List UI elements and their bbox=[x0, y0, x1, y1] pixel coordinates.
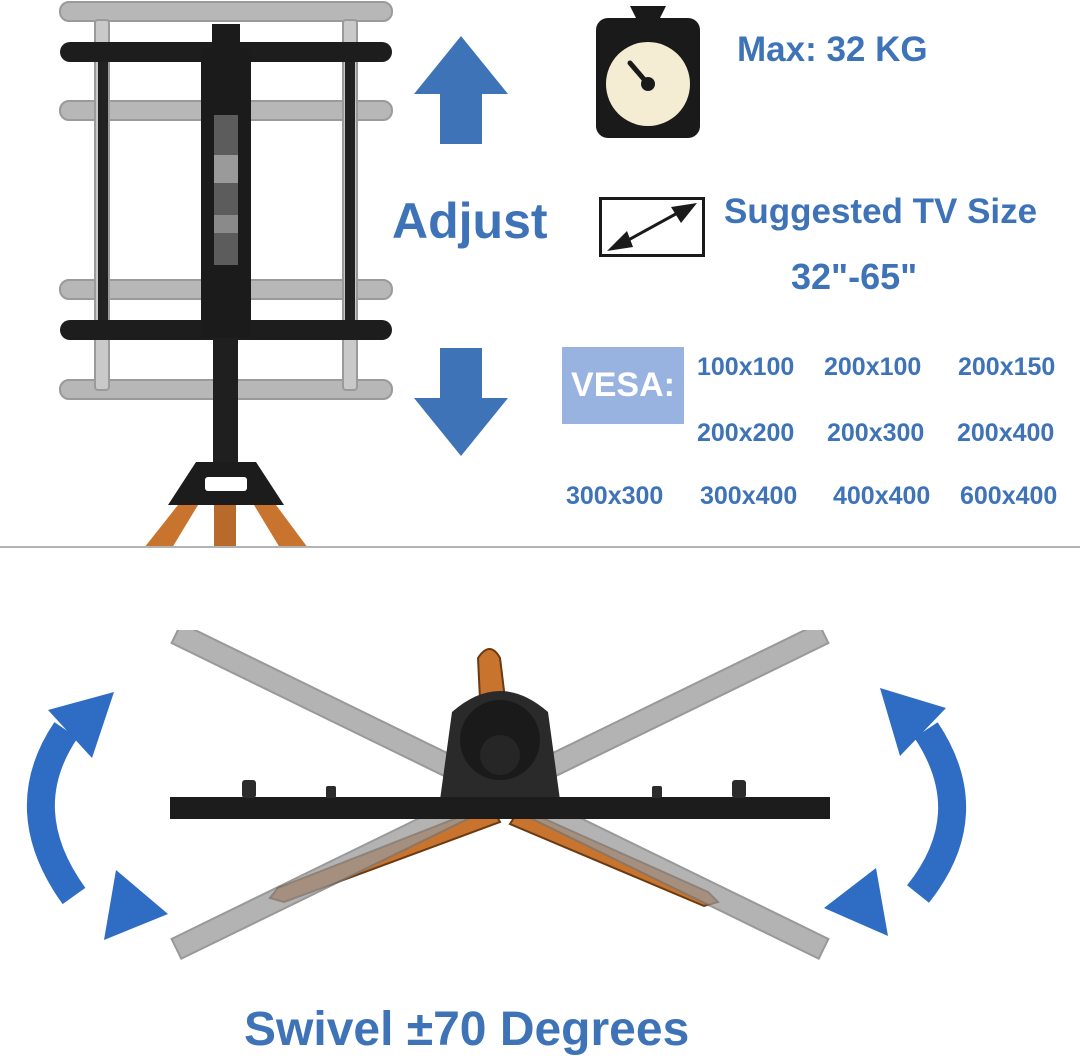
curved-arrow-left-icon bbox=[27, 692, 168, 940]
vesa-size: 200x150 bbox=[958, 353, 1056, 381]
vesa-size: 400x400 bbox=[833, 482, 931, 510]
height-adjust-illustration bbox=[59, 1, 393, 548]
swivel-illustration bbox=[170, 630, 830, 961]
vesa-size: 300x300 bbox=[566, 482, 664, 510]
arrow-up-icon bbox=[414, 36, 508, 144]
adjust-label: Adjust bbox=[392, 193, 548, 249]
curved-arrow-right-icon bbox=[824, 688, 966, 936]
vesa-size: 100x100 bbox=[697, 353, 795, 381]
max-load-label: Max: 32 KG bbox=[737, 30, 928, 69]
vesa-size: 200x300 bbox=[827, 419, 925, 447]
tv-size-range: 32"-65" bbox=[791, 256, 918, 297]
vesa-size: 200x400 bbox=[957, 419, 1055, 447]
section-divider bbox=[0, 546, 1080, 548]
scale-icon bbox=[596, 6, 700, 138]
vesa-size: 200x100 bbox=[824, 353, 922, 381]
vesa-badge: VESA: bbox=[562, 347, 684, 424]
swivel-label: Swivel ±70 Degrees bbox=[244, 1003, 690, 1056]
vesa-size: 600x400 bbox=[960, 482, 1058, 510]
vesa-size: 300x400 bbox=[700, 482, 798, 510]
vesa-size: 200x200 bbox=[697, 419, 795, 447]
diagonal-arrow-icon bbox=[599, 197, 705, 257]
arrow-down-icon bbox=[414, 348, 508, 456]
tv-size-label: Suggested TV Size bbox=[724, 192, 1038, 231]
